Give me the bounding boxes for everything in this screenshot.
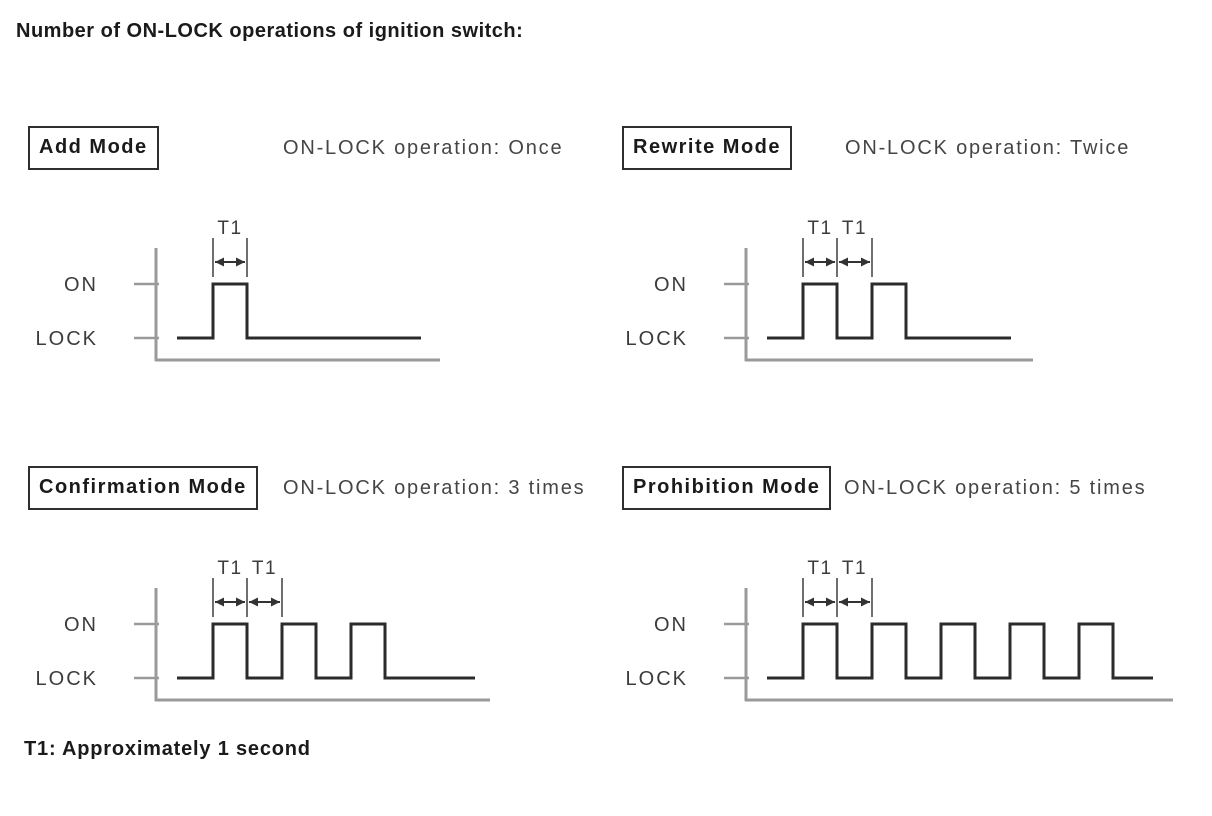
mode-box-confirmation: Confirmation Mode — [28, 466, 258, 510]
t1-footnote: T1: Approximately 1 second — [24, 738, 311, 760]
arrowhead-left-icon — [805, 597, 814, 607]
t1-duration-label: T1 — [807, 558, 832, 579]
on-level-label: ON — [64, 614, 98, 636]
arrowhead-right-icon — [826, 257, 835, 267]
t1-duration-label: T1 — [807, 218, 832, 239]
arrowhead-left-icon — [215, 597, 224, 607]
arrowhead-left-icon — [249, 597, 258, 607]
arrowhead-right-icon — [236, 257, 245, 267]
page-title: Number of ON-LOCK operations of ignition… — [16, 20, 524, 42]
arrowhead-right-icon — [236, 597, 245, 607]
square-wave — [177, 622, 475, 680]
arrowhead-right-icon — [271, 597, 280, 607]
arrowhead-left-icon — [839, 257, 848, 267]
mode-box-add: Add Mode — [28, 126, 159, 170]
t1-duration-label: T1 — [217, 218, 242, 239]
waveform-confirmation-mode: ON LOCK T1 T1 — [0, 530, 520, 725]
t1-duration-label: T1 — [842, 218, 867, 239]
waveform-add-mode: ON LOCK T1 — [0, 190, 520, 385]
t1-duration-label: T1 — [217, 558, 242, 579]
on-level-label: ON — [654, 614, 688, 636]
arrowhead-right-icon — [861, 597, 870, 607]
lock-level-label: LOCK — [626, 668, 688, 690]
mode-box-prohibition: Prohibition Mode — [622, 466, 832, 510]
square-wave — [767, 622, 1153, 680]
arrowhead-right-icon — [861, 257, 870, 267]
lock-level-label: LOCK — [36, 668, 98, 690]
t1-duration-label: T1 — [252, 558, 277, 579]
add-mode-svg: ON LOCK T1 — [36, 218, 440, 362]
prohibition-mode-svg: ON LOCK T1 T1 — [626, 558, 1173, 702]
waveform-rewrite-mode: ON LOCK T1 T1 — [590, 190, 1212, 385]
operation-label-confirmation: ON-LOCK operation: 3 times — [283, 477, 586, 499]
operation-label-prohibition: ON-LOCK operation: 5 times — [844, 477, 1147, 499]
rewrite-mode-svg: ON LOCK T1 T1 — [626, 218, 1033, 362]
arrowhead-left-icon — [215, 257, 224, 267]
square-wave — [767, 282, 1011, 340]
arrowhead-right-icon — [826, 597, 835, 607]
arrowhead-left-icon — [805, 257, 814, 267]
waveform-prohibition-mode: ON LOCK T1 T1 — [590, 530, 1212, 725]
mode-box-rewrite: Rewrite Mode — [622, 126, 793, 170]
operation-label-add: ON-LOCK operation: Once — [283, 137, 564, 159]
on-level-label: ON — [64, 274, 98, 296]
confirmation-mode-svg: ON LOCK T1 T1 — [36, 558, 490, 702]
t1-duration-label: T1 — [842, 558, 867, 579]
on-level-label: ON — [654, 274, 688, 296]
arrowhead-left-icon — [839, 597, 848, 607]
lock-level-label: LOCK — [36, 328, 98, 350]
operation-label-rewrite: ON-LOCK operation: Twice — [845, 137, 1131, 159]
lock-level-label: LOCK — [626, 328, 688, 350]
square-wave — [177, 282, 421, 340]
